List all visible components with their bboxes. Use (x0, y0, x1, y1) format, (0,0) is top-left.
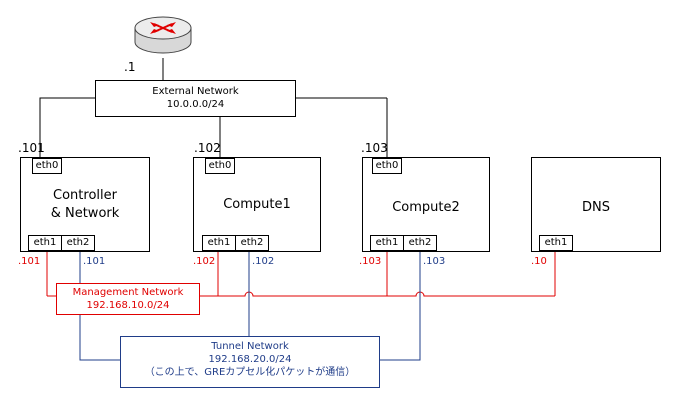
compute2-eth2: eth2 (403, 235, 437, 251)
router-address: .1 (124, 60, 136, 74)
dns-eth1: eth1 (539, 235, 573, 251)
controller-eth2: eth2 (61, 235, 95, 251)
compute1-eth0: eth0 (205, 158, 235, 174)
compute2-eth1: eth1 (370, 235, 404, 251)
compute1-mgmt-ip: .102 (193, 256, 216, 267)
controller-ext-ip: .101 (18, 141, 45, 155)
compute1-ext-ip: .102 (194, 141, 221, 155)
dns-node: DNS eth1 (531, 157, 661, 252)
tunnel-network-note: （この上で、GREカプセル化パケットが通信） (144, 367, 356, 378)
compute1-tun-ip: .102 (252, 256, 275, 267)
compute1-node: eth0 Compute1 eth1 eth2 (193, 157, 321, 252)
dns-mgmt-ip: .10 (531, 256, 547, 267)
controller-eth1: eth1 (28, 235, 62, 251)
external-network-box: External Network 10.0.0.0/24 (95, 80, 296, 117)
compute1-eth2: eth2 (235, 235, 269, 251)
external-network-subnet: 10.0.0.0/24 (166, 99, 225, 110)
controller-title: Controller (53, 188, 117, 203)
controller-node: eth0 Controller & Network eth1 eth2 (20, 157, 150, 252)
compute2-eth0: eth0 (372, 158, 402, 174)
management-network-box: Management Network 192.168.10.0/24 (56, 283, 200, 315)
compute2-title: Compute2 (392, 200, 460, 215)
router-icon (134, 16, 192, 54)
external-network-name: External Network (152, 86, 239, 97)
compute1-eth1: eth1 (202, 235, 236, 251)
controller-subtitle: & Network (50, 206, 120, 221)
management-network-subnet: 192.168.10.0/24 (86, 300, 170, 311)
compute2-mgmt-ip: .103 (359, 256, 382, 267)
tunnel-compute2 (380, 252, 421, 361)
mgmt-bus (200, 291, 555, 297)
compute2-tun-ip: .103 (423, 256, 446, 267)
compute1-title: Compute1 (223, 197, 291, 212)
management-network-name: Management Network (72, 287, 184, 298)
compute2-node: eth0 Compute2 eth1 eth2 (362, 157, 490, 252)
controller-mgmt-ip: .101 (18, 256, 41, 267)
controller-eth0: eth0 (32, 158, 62, 174)
tunnel-network-subnet: 192.168.20.0/24 (208, 354, 292, 365)
tunnel-network-box: Tunnel Network 192.168.20.0/24 （この上で、GRE… (120, 336, 380, 388)
tunnel-network-name: Tunnel Network (211, 341, 289, 352)
compute2-ext-ip: .103 (361, 141, 388, 155)
dns-title: DNS (582, 200, 610, 215)
external-bus (39, 97, 95, 157)
controller-tun-ip: .101 (83, 256, 106, 267)
